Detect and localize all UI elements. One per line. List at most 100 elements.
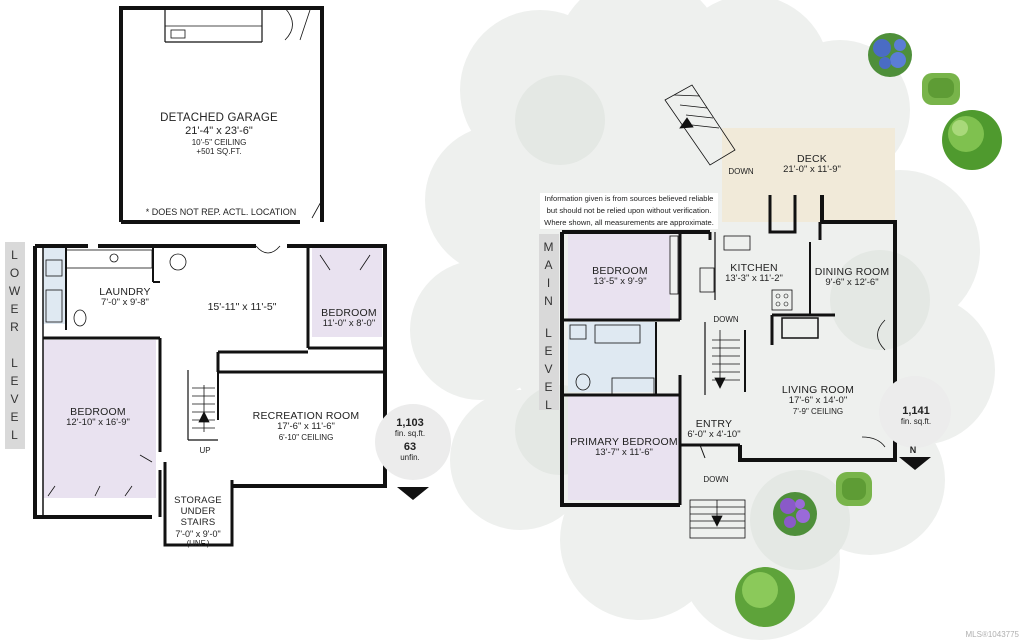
room-dims: 6'-0" x 4'-10" bbox=[687, 429, 741, 441]
primary-bedroom-label: PRIMARY BEDROOM 13'-7" x 11'-6" bbox=[570, 436, 678, 459]
deck-label: DECK 21'-0" x 11'-9" bbox=[783, 153, 841, 176]
level-letter bbox=[5, 336, 25, 354]
level-letter: L bbox=[11, 248, 19, 262]
main-stair-down-label: DOWN bbox=[713, 315, 739, 324]
room-ceiling: 6'-10" CEILING bbox=[278, 432, 334, 442]
lower-bedroom-large-label: BEDROOM 12'-10" x 16'-9" bbox=[66, 406, 130, 429]
room-dims: 12'-10" x 16'-9" bbox=[66, 417, 130, 429]
green-shrub-bottom bbox=[836, 472, 872, 506]
garage-name: DETACHED GARAGE bbox=[160, 112, 278, 124]
main-level-walls bbox=[560, 195, 897, 507]
room-dims: 15'-11" x 11'-5" bbox=[207, 301, 277, 313]
level-letter: O bbox=[9, 266, 21, 280]
finished-area-unit: fin. sq.ft. bbox=[394, 429, 426, 438]
lower-area-text: 1,103 fin. sq.ft. 63 unfin. bbox=[395, 417, 425, 462]
room-dims: 9'-6" x 12'-6" bbox=[825, 277, 879, 289]
level-letter: I bbox=[546, 276, 552, 290]
level-letter: A bbox=[544, 258, 554, 272]
north-label: N bbox=[909, 445, 917, 455]
room-name: BEDROOM bbox=[592, 265, 648, 277]
level-letter: M bbox=[543, 240, 555, 254]
level-letter: E bbox=[10, 410, 20, 424]
room-name: ENTRY bbox=[695, 418, 733, 430]
lower-area-badge bbox=[375, 404, 451, 500]
main-level-label: M A I N L E V E L bbox=[539, 234, 559, 412]
room-name: UNDER bbox=[180, 505, 216, 517]
garage-ceiling: 10'-5" CEILING bbox=[191, 137, 247, 147]
room-name: BEDROOM bbox=[321, 307, 377, 319]
garage-note: * DOES NOT REP. ACTL. LOCATION bbox=[145, 207, 297, 217]
room-dims: 13'-3" x 11'-2" bbox=[725, 273, 783, 285]
room-dims: 17'-6" x 11'-6" bbox=[277, 421, 335, 433]
level-letter bbox=[539, 310, 559, 324]
level-letter: E bbox=[10, 302, 20, 316]
kitchen-label: KITCHEN 13'-3" x 11'-2" bbox=[725, 262, 783, 285]
garage-dims: 21'-4" x 23'-6" bbox=[185, 125, 253, 138]
entry-label: ENTRY 6'-0" x 4'-10" bbox=[687, 418, 740, 441]
deck-stairs bbox=[664, 84, 736, 166]
laundry-label: LAUNDRY 7'-0" x 9'-8" bbox=[99, 286, 150, 309]
purple-shrub bbox=[773, 492, 817, 536]
main-bedroom-label: BEDROOM 13'-5" x 9'-9" bbox=[592, 265, 648, 288]
mls-watermark: MLS®1043775 bbox=[965, 630, 1020, 639]
lower-bedroom-small-label: BEDROOM 11'-0" x 8'-0" bbox=[321, 307, 377, 330]
room-name: LIVING ROOM bbox=[781, 384, 855, 396]
recreation-room-label: RECREATION ROOM 17'-6" x 11'-6" 6'-10" C… bbox=[253, 410, 360, 442]
finished-area-value: 1,141 bbox=[902, 405, 930, 417]
room-name: BEDROOM bbox=[70, 406, 126, 418]
main-area-text: 1,141 fin. sq.ft. bbox=[901, 405, 931, 426]
room-dims: 11'-0" x 8'-0" bbox=[322, 318, 376, 330]
level-letter: V bbox=[10, 392, 20, 406]
level-letter: R bbox=[10, 320, 20, 334]
room-dims: 7'-0" x 9'-8" bbox=[101, 297, 149, 309]
garage-plan bbox=[119, 6, 324, 224]
main-level-fills bbox=[568, 234, 680, 500]
round-tree bbox=[942, 110, 1002, 170]
room-ceiling: 7'-9" CEILING bbox=[792, 406, 844, 416]
room-dims: 13'-7" x 11'-6" bbox=[595, 447, 653, 459]
entry-stairs bbox=[689, 499, 746, 539]
lower-level-label: L O W E R L E V E L bbox=[5, 242, 25, 449]
room-name: STORAGE bbox=[174, 495, 222, 506]
room-dims: 7'-0" x 9'-0" bbox=[175, 528, 221, 539]
level-letter: N bbox=[544, 294, 554, 308]
lower-level-walls bbox=[33, 244, 387, 547]
room-name: LAUNDRY bbox=[99, 286, 151, 298]
room-name: PRIMARY BEDROOM bbox=[570, 436, 678, 448]
lower-hall-label: 15'-11" x 11'-5" bbox=[208, 301, 277, 313]
level-letter: L bbox=[545, 326, 553, 340]
level-letter: W bbox=[8, 284, 22, 298]
room-dims: 21'-0" x 11'-9" bbox=[783, 164, 841, 176]
main-area-badge bbox=[879, 376, 951, 470]
living-room-label: LIVING ROOM 17'-6" x 14'-0" 7'-9" CEILIN… bbox=[782, 384, 854, 416]
room-note: (UNF.) bbox=[186, 539, 210, 549]
green-shrub-top bbox=[922, 73, 960, 105]
lower-stairs bbox=[192, 385, 215, 432]
deck-surface bbox=[722, 128, 895, 222]
disclaimer-line: but should not be relied upon without ve… bbox=[546, 206, 712, 215]
bottom-tree bbox=[735, 567, 795, 627]
level-letter: E bbox=[10, 374, 20, 388]
level-letter: L bbox=[11, 356, 19, 370]
level-letter: E bbox=[544, 380, 554, 394]
level-letter: V bbox=[544, 362, 554, 376]
storage-label: STORAGE UNDER STAIRS 7'-0" x 9'-0" (UNF.… bbox=[174, 495, 222, 549]
dining-room-label: DINING ROOM 9'-6" x 12'-6" bbox=[815, 266, 890, 289]
unfinished-area-unit: unfin. bbox=[400, 453, 420, 462]
level-letter: E bbox=[544, 344, 554, 358]
finished-area-value: 1,103 bbox=[396, 417, 424, 429]
room-dims: 13'-5" x 9'-9" bbox=[593, 276, 647, 288]
main-stairs-down bbox=[712, 330, 740, 389]
room-name: KITCHEN bbox=[730, 262, 778, 274]
room-dims: 17'-6" x 14'-0" bbox=[788, 395, 848, 407]
garage-sqft: +501 SQ.FT. bbox=[196, 147, 242, 157]
level-letter: L bbox=[11, 428, 19, 442]
disclaimer-line: Information given is from sources believ… bbox=[544, 194, 714, 203]
room-name: STAIRS bbox=[180, 516, 216, 528]
deck-down-label: DOWN bbox=[728, 167, 754, 176]
lower-level-fills bbox=[43, 245, 382, 498]
room-name: DINING ROOM bbox=[814, 266, 890, 278]
level-letter: L bbox=[545, 398, 553, 412]
entry-down-label: DOWN bbox=[703, 475, 729, 484]
